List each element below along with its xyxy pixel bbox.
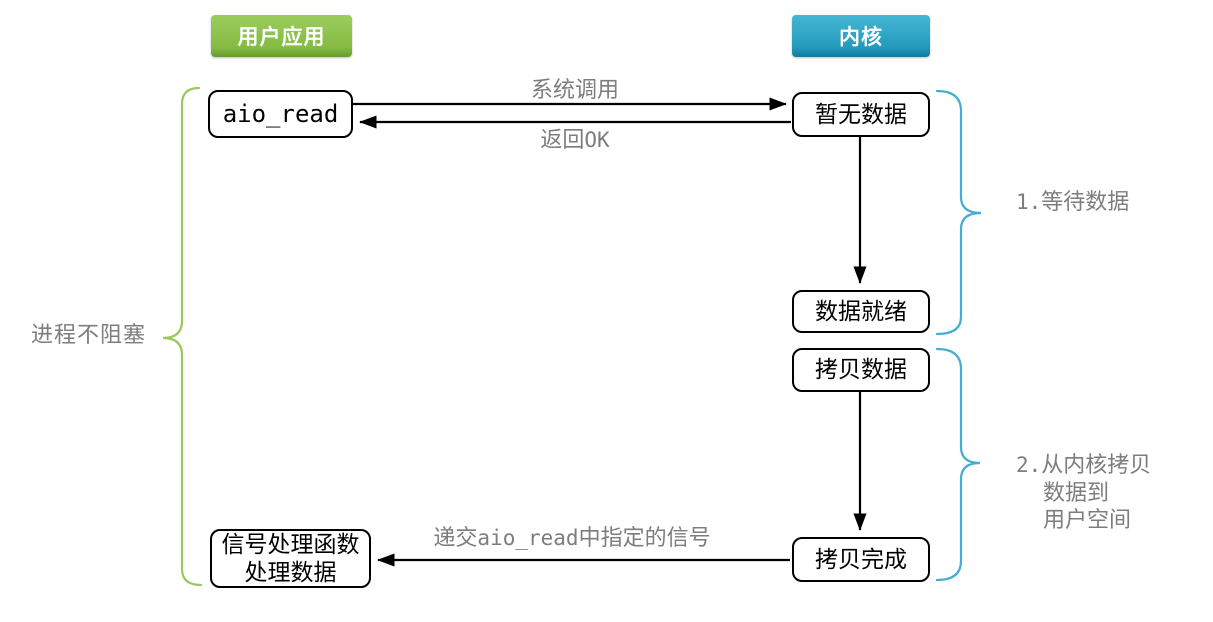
signal-handler-label-line2: 处理数据 bbox=[244, 558, 337, 585]
data-ready-box: 数据就绪 bbox=[792, 290, 930, 333]
signal-delivery-arrow-label: 递交aio_read中指定的信号 bbox=[412, 524, 732, 552]
data-ready-label: 数据就绪 bbox=[815, 297, 907, 324]
aio-read-box: aio_read bbox=[208, 90, 353, 138]
return-ok-prefix: 返回 bbox=[540, 127, 585, 152]
copy-data-label: 拷贝数据 bbox=[815, 356, 907, 383]
wait-data-brace-label: 1.等待数据 bbox=[1016, 188, 1129, 216]
left-brace-label: 进程不阻塞 bbox=[31, 322, 147, 347]
aio-read-label: aio_read bbox=[222, 99, 339, 128]
signal-label-prefix: 递交 bbox=[433, 525, 478, 550]
no-data-label: 暂无数据 bbox=[815, 100, 907, 127]
kernel-header: 内核 bbox=[792, 15, 930, 57]
left-brace bbox=[162, 86, 203, 587]
step2-text-line2: 数据到 bbox=[1043, 479, 1110, 505]
syscall-arrow-label: 系统调用 bbox=[530, 77, 619, 102]
user-app-header: 用户应用 bbox=[211, 15, 352, 57]
signal-handler-label-line1: 信号处理函数 bbox=[221, 531, 360, 558]
step1-number: 1. bbox=[1016, 190, 1042, 214]
copy-data-box: 拷贝数据 bbox=[792, 348, 930, 392]
copy-data-brace bbox=[935, 347, 981, 582]
signal-handler-box: 信号处理函数 处理数据 bbox=[210, 529, 371, 588]
copy-done-box: 拷贝完成 bbox=[792, 537, 930, 582]
step2-number: 2. bbox=[1016, 453, 1042, 477]
step2-text-line1: 从内核拷贝 bbox=[1041, 452, 1152, 477]
return-ok-arrow-label: 返回OK bbox=[475, 126, 675, 154]
copy-done-label: 拷贝完成 bbox=[815, 545, 907, 572]
signal-label-suffix: 中指定的信号 bbox=[578, 525, 711, 550]
return-ok-code: OK bbox=[584, 128, 610, 152]
wait-data-brace bbox=[935, 89, 982, 336]
no-data-box: 暂无数据 bbox=[792, 92, 930, 137]
step2-text-line3: 用户空间 bbox=[1043, 506, 1132, 532]
kernel-header-label: 内核 bbox=[839, 26, 883, 49]
signal-label-code: aio_read bbox=[477, 526, 579, 550]
step1-text: 等待数据 bbox=[1041, 189, 1130, 214]
copy-data-brace-label: 2.从内核拷贝 数据到 用户空间 bbox=[1016, 451, 1151, 533]
user-app-header-label: 用户应用 bbox=[237, 26, 326, 49]
